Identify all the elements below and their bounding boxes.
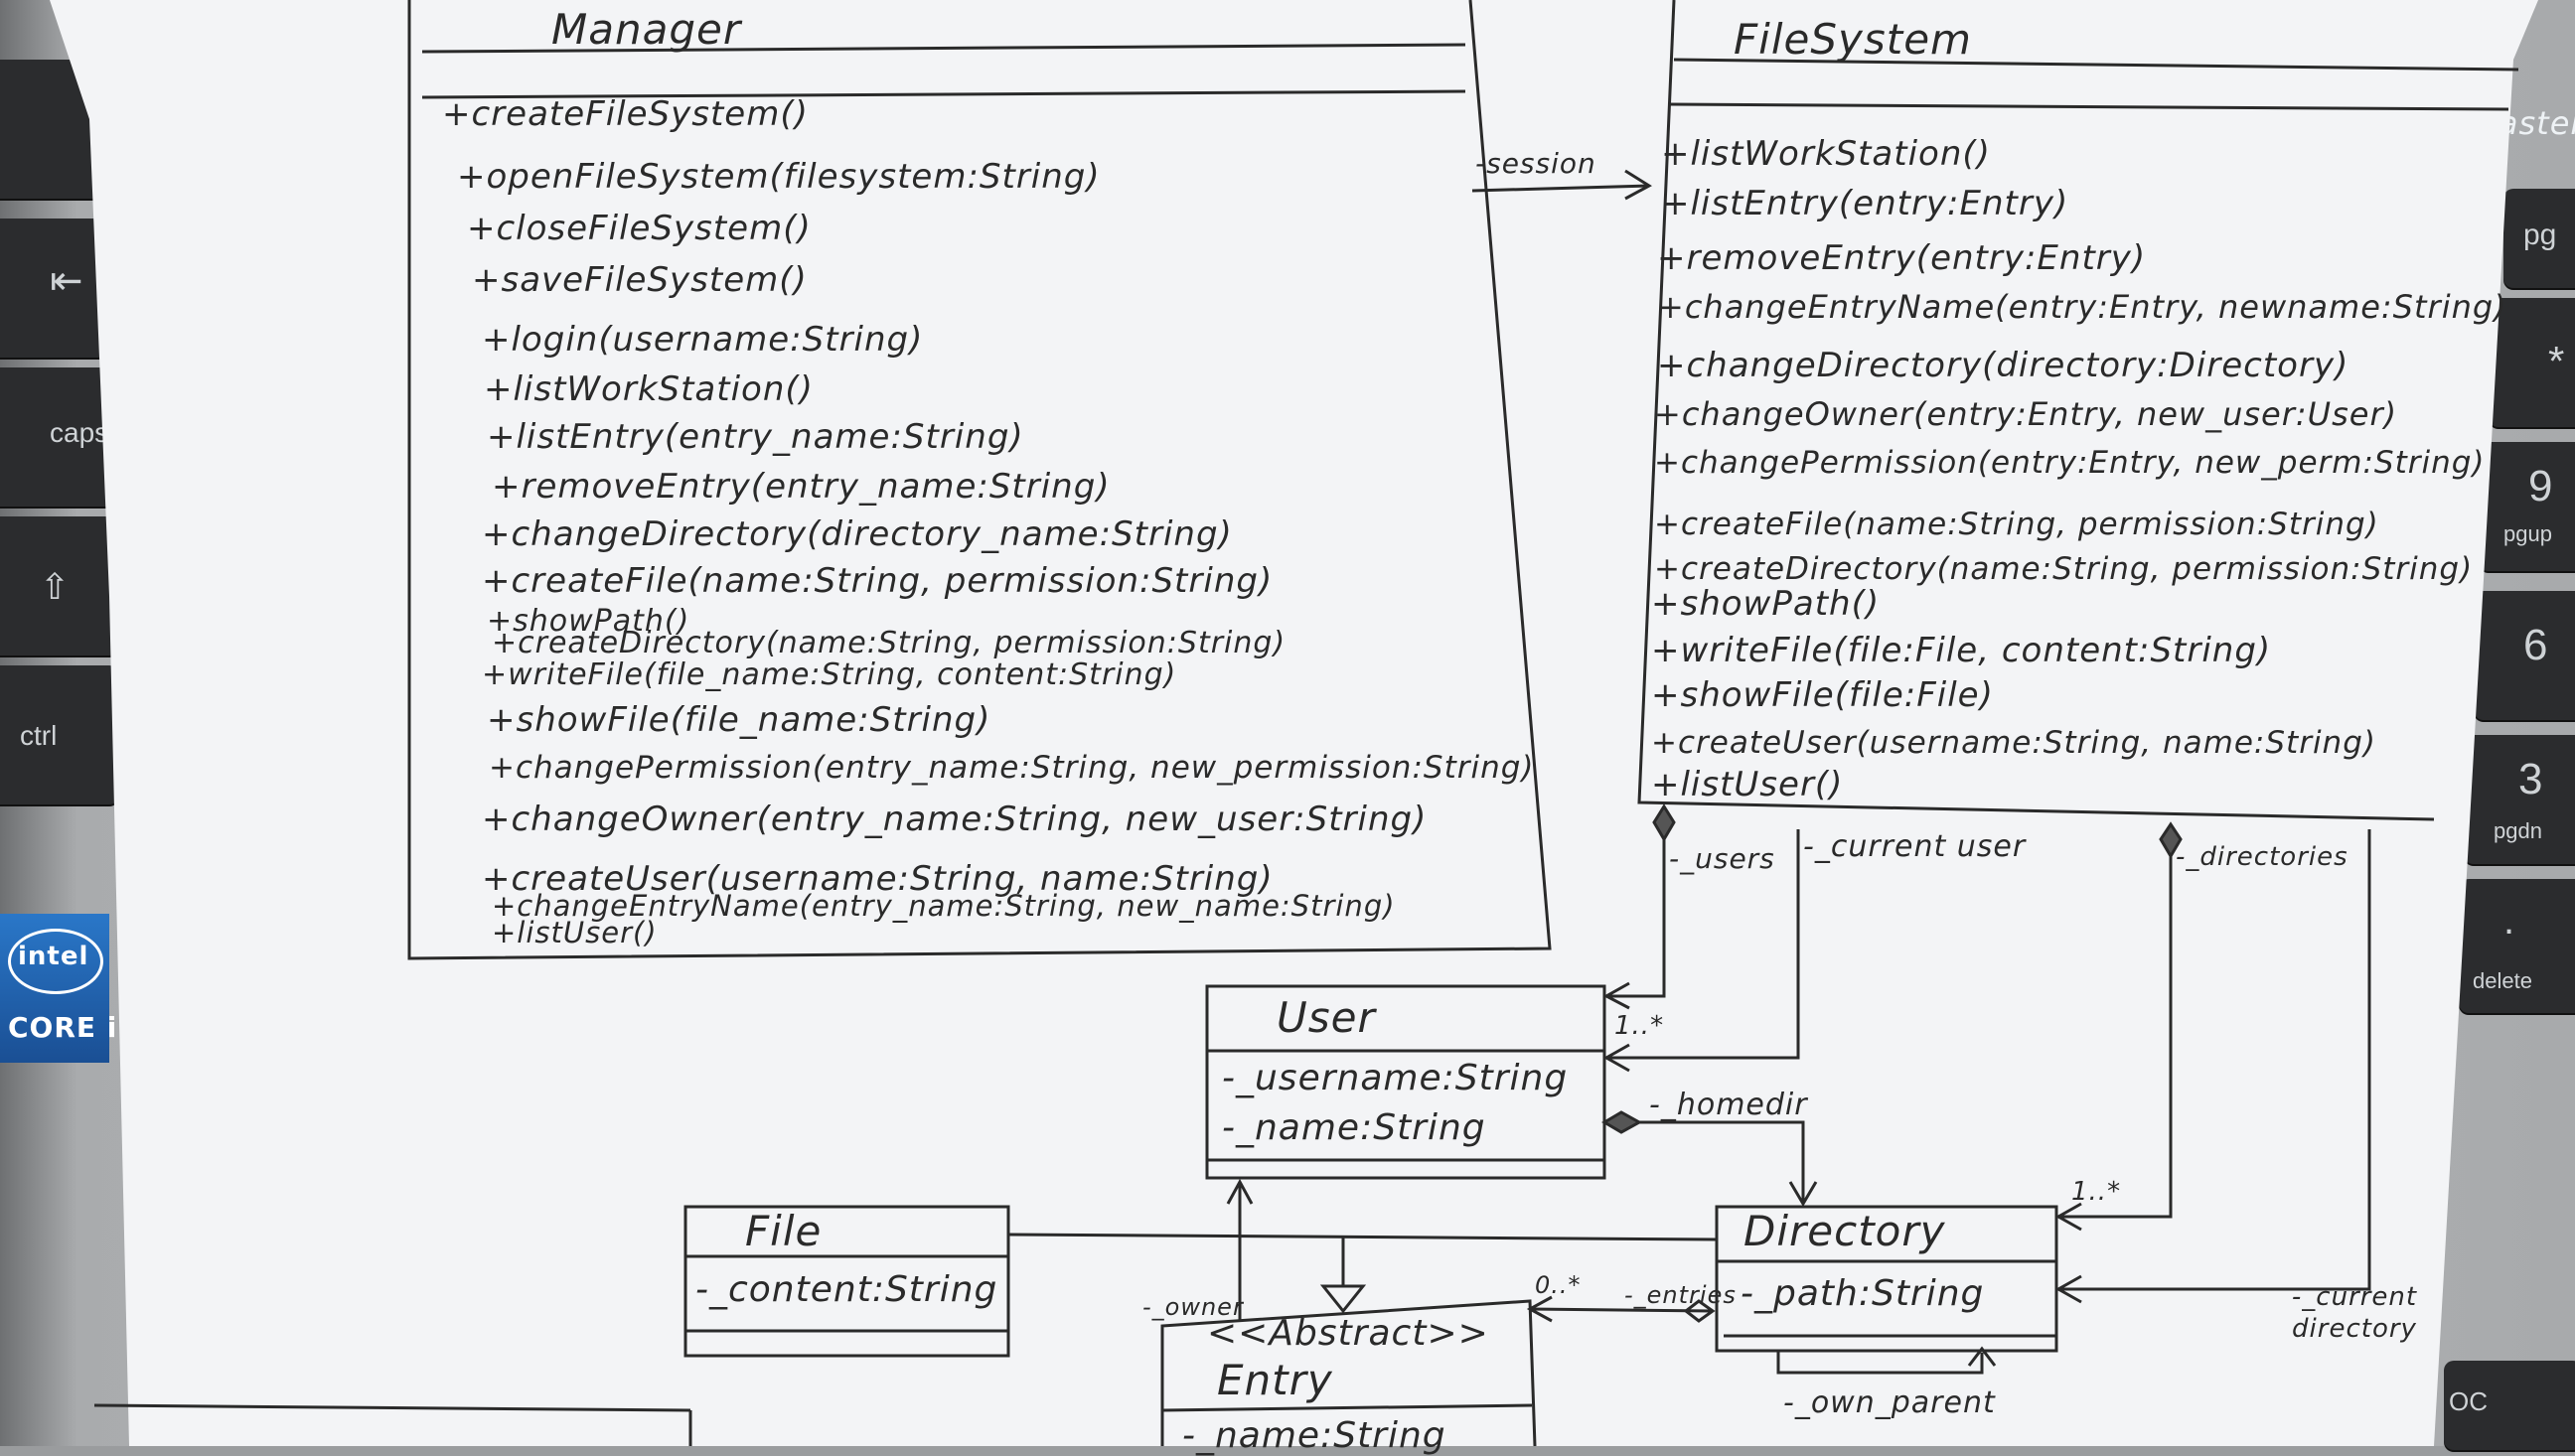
- nine-pgup-key: 9 pgup: [2479, 442, 2575, 571]
- entry-attribute: -_name:String: [1182, 1415, 1446, 1456]
- filesystem-title: FileSystem: [1734, 15, 1972, 64]
- session-arrow: [1471, 184, 1650, 193]
- manager-method: +saveFileSystem(): [472, 260, 808, 300]
- session-label: -session: [1475, 147, 1596, 180]
- directories-multiplicity: 1..*: [2071, 1177, 2122, 1207]
- filesystem-method: +changeEntryName(entry:Entry, newname:St…: [1657, 288, 2507, 326]
- ctrl-key: ctrl: [0, 665, 119, 804]
- owner-label: -_owner: [1142, 1293, 1244, 1321]
- filesystem-method: +writeFile(file:File, content:String): [1651, 631, 2272, 670]
- manager-title: Manager: [551, 5, 742, 54]
- filesystem-method: +showFile(file:File): [1651, 675, 1994, 715]
- three-pgdn-key: 3 pgdn: [2464, 735, 2575, 864]
- filesystem-method: +listEntry(entry:Entry): [1661, 184, 2069, 223]
- filesystem-method: +createFile(name:String, permission:Stri…: [1654, 507, 2379, 542]
- filesystem-method: +listUser(): [1651, 765, 1844, 804]
- manager-method: +listUser(): [492, 916, 658, 949]
- users-multiplicity: 1..*: [1614, 1011, 1665, 1041]
- entry-title: Entry: [1217, 1356, 1333, 1404]
- filesystem-method: +changeOwner(entry:Entry, new_user:User): [1654, 395, 2398, 433]
- intel-brand-text: intel: [18, 942, 89, 971]
- manager-method: +login(username:String): [482, 320, 924, 360]
- pg-key: pg: [2503, 189, 2575, 288]
- filesystem-method: +changeDirectory(directory:Directory): [1657, 346, 2349, 385]
- filesystem-box: [1637, 0, 2435, 821]
- manager-method: +removeEntry(entry_name:String): [492, 467, 1111, 507]
- manager-method: +changeDirectory(directory_name:String): [482, 514, 1233, 554]
- manager-method: +listEntry(entry_name:String): [487, 417, 1024, 457]
- manager-method: +changePermission(entry_name:String, new…: [489, 750, 1535, 786]
- filesystem-method: +removeEntry(entry:Entry): [1657, 238, 2147, 278]
- entries-label: -_entries: [1624, 1281, 1737, 1309]
- bottom-right-key: OC: [2444, 1361, 2575, 1450]
- manager-box: [407, 0, 1552, 960]
- manager-method: +showPath(): [487, 604, 690, 639]
- manager-method: +writeFile(file_name:String, content:Str…: [482, 657, 1177, 692]
- homedir-label: -_homedir: [1649, 1088, 1808, 1122]
- filesystem-method: +changePermission(entry:Entry, new_perm:…: [1654, 445, 2486, 481]
- filesystem-method: +createDirectory(name:String, permission…: [1654, 551, 2474, 587]
- user-title: User: [1277, 993, 1376, 1042]
- manager-method: +closeFileSystem(): [467, 209, 812, 248]
- intel-core-text: CORE i: [8, 1011, 118, 1044]
- directory-title: Directory: [1743, 1207, 1946, 1255]
- users-label: -_users: [1669, 842, 1775, 875]
- filesystem-method: +showPath(): [1651, 584, 1881, 624]
- user-box: [1205, 984, 1606, 1180]
- directory-box: [1715, 1205, 2058, 1353]
- asterisk-key: *: [2489, 298, 2575, 427]
- filesystem-method: +createUser(username:String, name:String…: [1651, 725, 2376, 761]
- manager-method: +listWorkStation(): [484, 369, 814, 409]
- six-key: 6: [2474, 591, 2575, 720]
- intel-logo: [8, 929, 103, 994]
- manager-method: +createFileSystem(): [442, 94, 809, 134]
- own-parent-label: -_own_parent: [1783, 1385, 1996, 1420]
- current-user-label: -_current user: [1803, 829, 2027, 864]
- manager-method: +showFile(file_name:String): [487, 700, 991, 740]
- file-box: [683, 1205, 1010, 1358]
- shift-key: ⇧: [0, 516, 119, 655]
- dot-delete-key: . delete: [2459, 879, 2575, 1013]
- user-attribute: -_username:String: [1222, 1058, 1569, 1098]
- user-attribute: -_name:String: [1222, 1107, 1486, 1148]
- entry-stereotype: <<Abstract>>: [1207, 1313, 1489, 1354]
- manager-method: +createDirectory(name:String, permission…: [492, 626, 1287, 660]
- file-title: File: [745, 1207, 823, 1255]
- manager-method: +changeEntryName(entry_name:String, new_…: [492, 889, 1396, 923]
- directories-label: -_directories: [2176, 842, 2348, 872]
- manager-method: +createFile(name:String, permission:Stri…: [482, 561, 1274, 601]
- manager-method: +openFileSystem(filesystem:String): [457, 157, 1101, 197]
- file-attribute: -_content:String: [695, 1269, 998, 1310]
- manager-method: +createUser(username:String, name:String…: [482, 859, 1274, 899]
- entry-box: [1160, 1299, 1537, 1446]
- caps-key: caps: [0, 367, 119, 507]
- entries-multiplicity: 0..*: [1535, 1271, 1582, 1299]
- directory-attribute: -_path:String: [1741, 1273, 1985, 1314]
- filesystem-method: +listWorkStation(): [1661, 134, 1991, 174]
- current-directory-label: -_current directory: [2291, 1282, 2418, 1344]
- manager-method: +changeOwner(entry_name:String, new_user…: [482, 800, 1428, 839]
